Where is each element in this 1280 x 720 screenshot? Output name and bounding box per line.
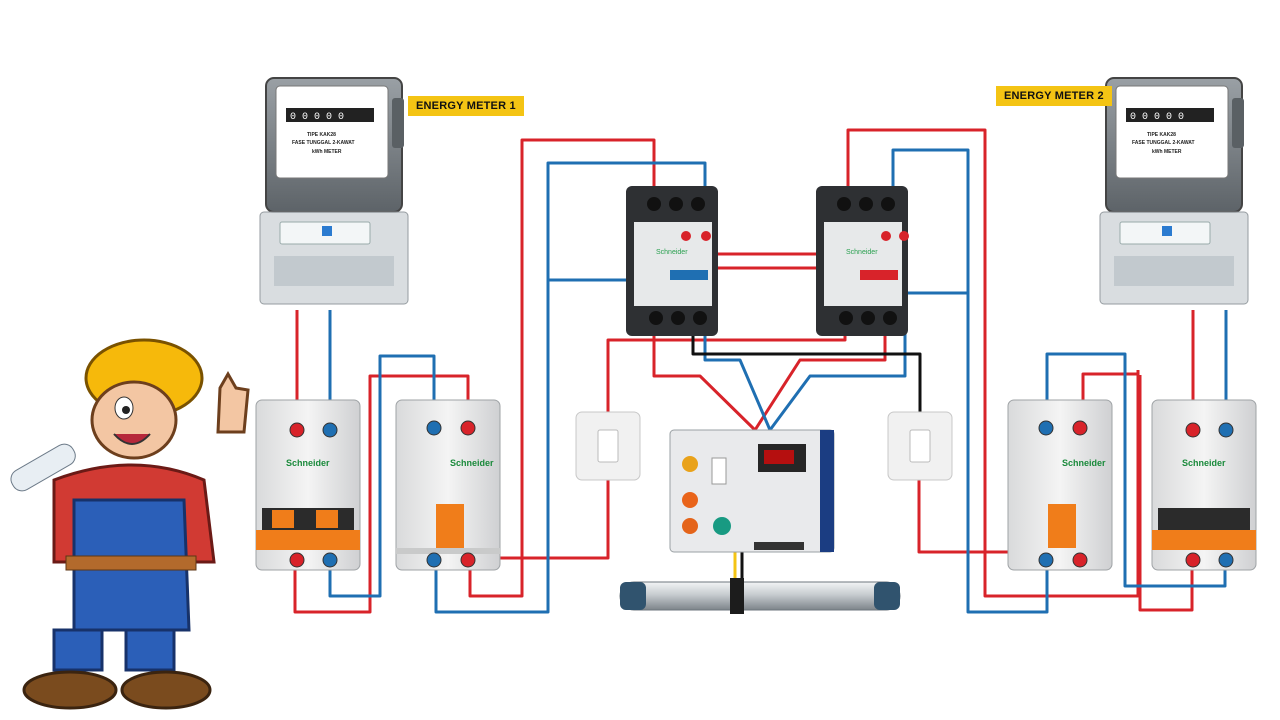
energy-meter-2: 0 0 0 0 0 TIPE KAK28 FASE TUNGGAL 2-KAWA… [1099, 77, 1249, 305]
wire-b2-c1-live [468, 138, 656, 598]
energy-meter-1: 0 0 0 0 0 TIPE KAK28 FASE TUNGGAL 2-KAWA… [259, 77, 409, 305]
svg-text:FASE TUNGGAL 2-KAWAT: FASE TUNGGAL 2-KAWAT [1132, 140, 1195, 146]
switch-1 [575, 411, 641, 481]
wire-c2-aux [903, 291, 968, 300]
svg-text:kWh METER: kWh METER [1152, 149, 1182, 155]
svg-text:Schneider: Schneider [450, 458, 494, 468]
energy-meter-2-label: ENERGY METER 2 [996, 86, 1112, 106]
contactor-2: Schneider [816, 186, 909, 336]
wire-b2-c1-neutral [434, 161, 707, 614]
svg-text:0 0 0 0 0: 0 0 0 0 0 [290, 112, 344, 123]
svg-text:Schneider: Schneider [656, 249, 688, 256]
breaker-4: Schneider [1151, 399, 1257, 571]
water-level-sensor [619, 578, 901, 614]
wire-b1-b2-neutral [328, 354, 436, 598]
switch-2 [887, 411, 953, 481]
breaker-1: Schneider [255, 399, 361, 571]
level-control-panel [669, 429, 835, 553]
wire-b1-b2-live [293, 374, 470, 614]
svg-text:TIPE KAK28: TIPE KAK28 [307, 132, 336, 138]
svg-text:Schneider: Schneider [1062, 458, 1106, 468]
svg-text:TIPE KAK28: TIPE KAK28 [1147, 132, 1176, 138]
svg-text:Schneider: Schneider [1182, 458, 1226, 468]
breaker-2: Schneider [395, 399, 501, 571]
meter-1-digits: 0 0 0 0 0 [290, 112, 344, 123]
wire-b3-top-n [1045, 352, 1227, 588]
svg-text:Schneider: Schneider [846, 249, 878, 256]
svg-text:Schneider: Schneider [286, 458, 330, 468]
svg-text:FASE TUNGGAL 2-KAWAT: FASE TUNGGAL 2-KAWAT [292, 140, 355, 146]
wire-b3-c2-live [846, 128, 1140, 598]
svg-text:kWh METER: kWh METER [312, 149, 342, 155]
wire-c2-feed-n [891, 148, 1049, 614]
contactor-1: Schneider [626, 186, 718, 336]
wire-c1-sensor-n [703, 335, 772, 431]
energy-meter-1-label: ENERGY METER 1 [408, 96, 524, 116]
wire-c2-sensor-n [768, 320, 907, 431]
wire-c1-sensor [652, 335, 757, 432]
wire-switch1-out [495, 480, 610, 560]
electrician-mascot [10, 338, 250, 710]
breaker-3: Schneider [1007, 399, 1113, 571]
svg-text:0 0 0 0 0: 0 0 0 0 0 [1130, 112, 1184, 123]
